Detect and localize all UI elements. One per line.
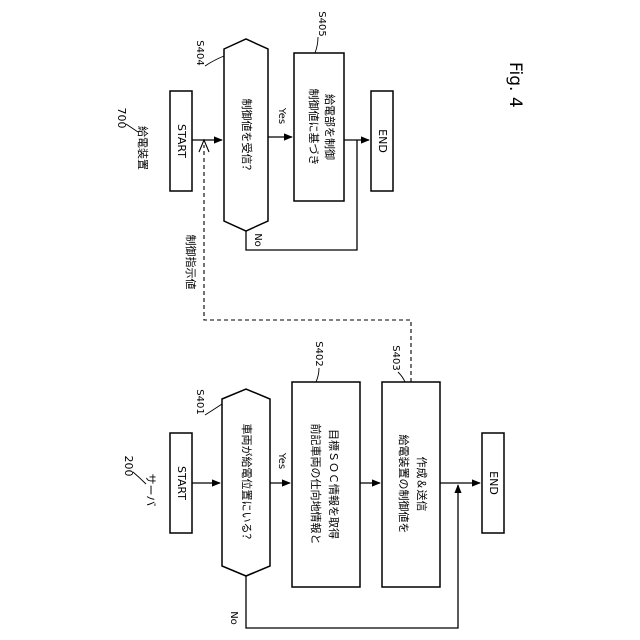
- s403-leader: [398, 372, 405, 382]
- charger-yes-label: Yes: [276, 107, 287, 124]
- step-id-s401: S401: [194, 389, 205, 414]
- charger-label: 給電装置: [136, 126, 150, 170]
- server-yes-label: Yes: [276, 452, 287, 469]
- charger-ref: 700: [115, 108, 128, 129]
- charger-start-box: START: [170, 91, 192, 191]
- step-id-s405: S405: [316, 11, 327, 36]
- server-process-s402: 前記車両の仕向地情報と 目標ＳＯＣ情報を取得: [292, 382, 360, 587]
- server-process-s403-line2: 作成＆送信: [415, 457, 429, 512]
- s402-leader: [316, 368, 319, 382]
- server-ref: 200: [122, 456, 135, 477]
- charger-end-box: END: [371, 91, 393, 191]
- charger-process-s405-line2: 給電部を制御: [323, 94, 337, 160]
- charger-end-label: END: [376, 129, 389, 153]
- server-process-s402-line2: 目標ＳＯＣ情報を取得: [327, 429, 341, 539]
- s401-leader: [205, 404, 222, 415]
- server-start-label: START: [175, 466, 188, 500]
- server-decision-s401-text: 車両が給電位置にいる？: [240, 424, 254, 545]
- figure-label: Fig. 4: [505, 62, 525, 108]
- step-id-s402: S402: [313, 341, 324, 366]
- charger-start-label: START: [175, 124, 188, 158]
- server-decision-s401: 車両が給電位置にいる？: [222, 389, 270, 576]
- charger-decision-s404-text: 制御値を受信？: [240, 99, 254, 176]
- s404-leader: [205, 56, 224, 66]
- server-end-label: END: [487, 471, 500, 495]
- s405-leader: [315, 37, 318, 53]
- server-process-s403: 給電装置の制御値を 作成＆送信: [382, 382, 440, 587]
- step-id-s404: S404: [194, 40, 205, 65]
- step-id-s403: S403: [390, 345, 401, 370]
- control-signal-label: 制御指示値: [184, 235, 198, 290]
- charger-process-s405-line1: 制御値に基づき: [307, 89, 321, 166]
- server-label: サーバ: [144, 474, 157, 507]
- charger-process-s405: 制御値に基づき 給電部を制御: [294, 53, 344, 201]
- server-process-s402-line1: 前記車両の仕向地情報と: [309, 424, 323, 545]
- charger-no-label: No: [252, 233, 263, 247]
- server-process-s403-line1: 給電装置の制御値を: [397, 435, 411, 534]
- server-no-label: No: [228, 611, 239, 625]
- charger-decision-s404: 制御値を受信？: [224, 39, 268, 231]
- server-start-box: START: [170, 433, 192, 533]
- server-end-box: END: [482, 433, 504, 533]
